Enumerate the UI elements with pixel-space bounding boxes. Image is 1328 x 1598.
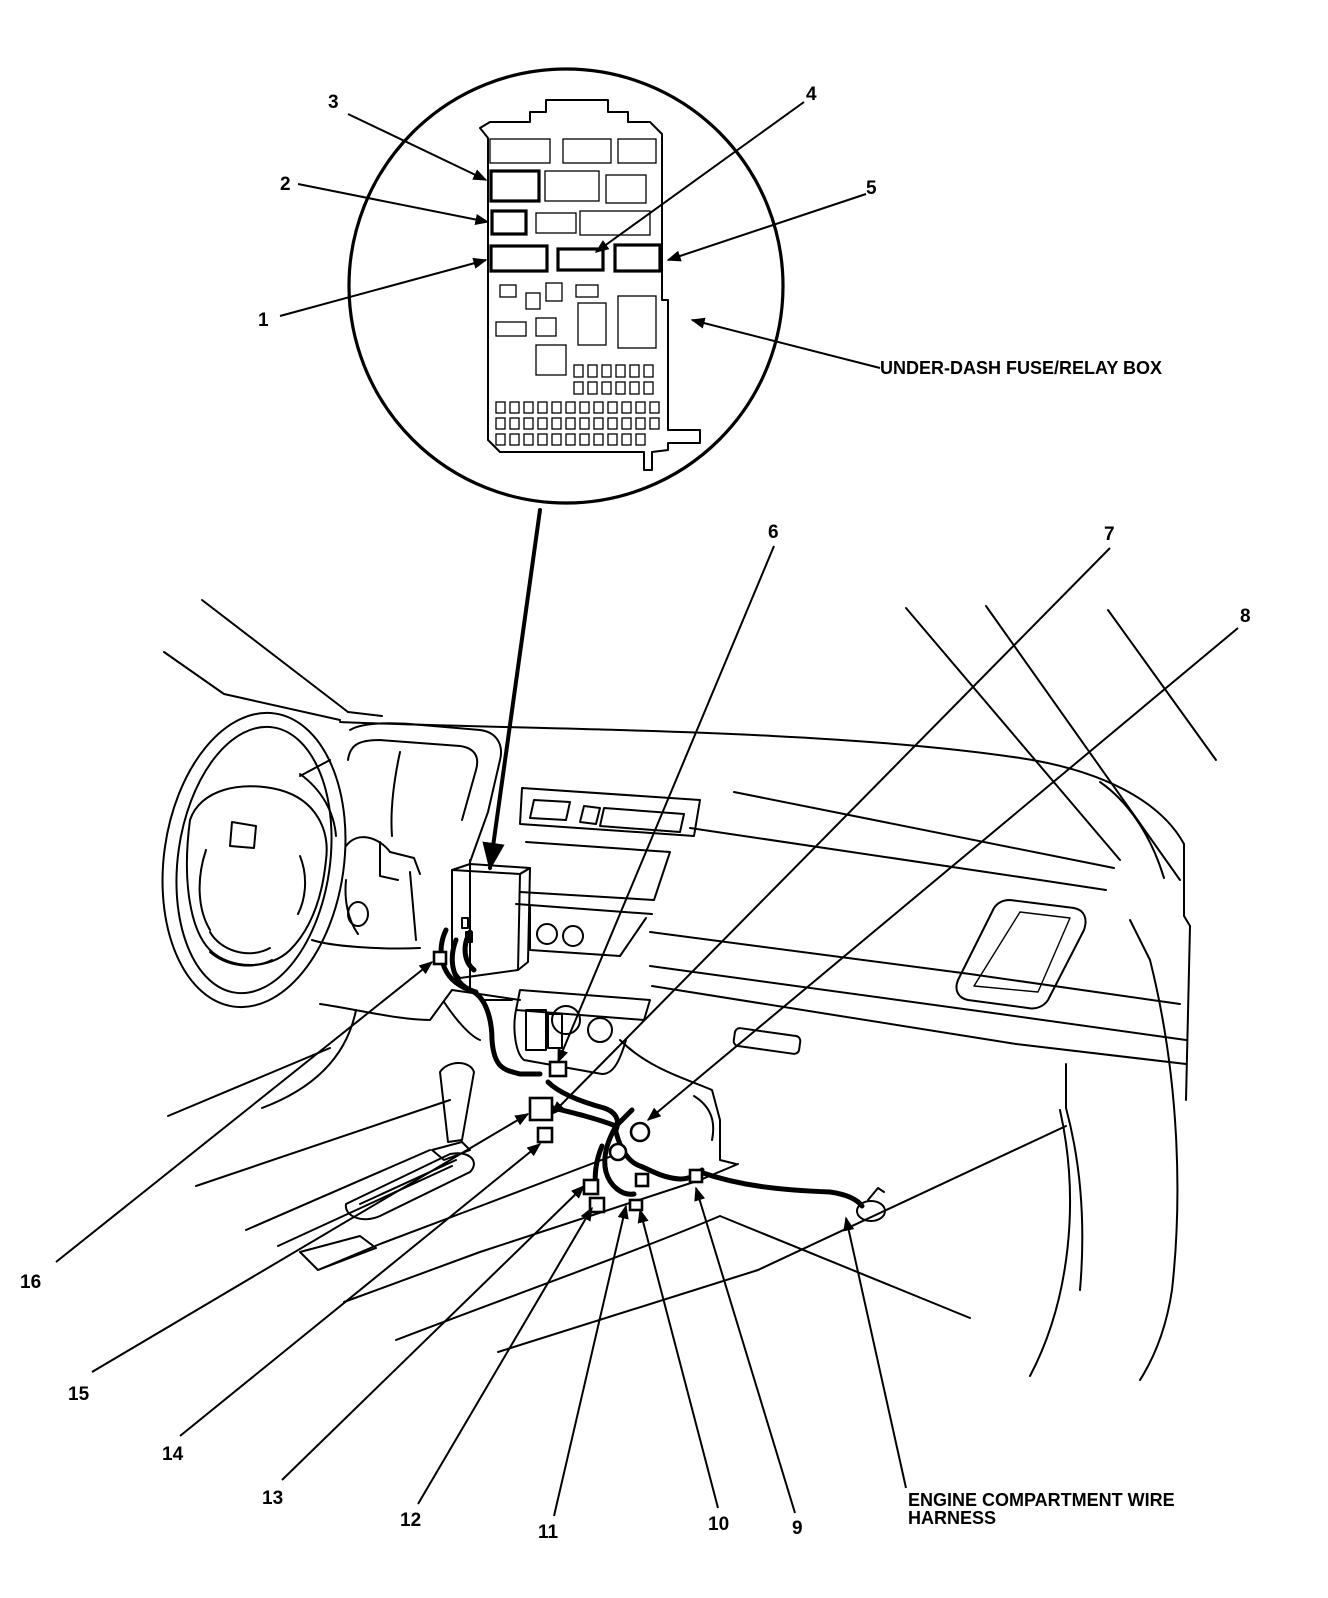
callout-numbers: 1 2 3 4 5 6 7 8 9 10 11 12 13 14 15 16 — [20, 84, 1251, 1543]
connector-6 — [548, 1060, 568, 1078]
connector-9 — [634, 1172, 650, 1188]
callout-15: 15 — [68, 1384, 90, 1405]
dashboard-illustration — [161, 599, 1217, 1381]
connector-16 — [432, 950, 448, 966]
connector-13 — [536, 1126, 554, 1144]
callout-6: 6 — [768, 522, 779, 543]
callout-13: 13 — [262, 1488, 283, 1509]
callout-11: 11 — [538, 1522, 559, 1543]
fuse-box-installed — [451, 863, 531, 979]
connector-8 — [629, 1121, 651, 1143]
callout-8: 8 — [1240, 606, 1251, 627]
connectors — [432, 950, 704, 1214]
callout-3: 3 — [328, 92, 339, 113]
connector-9b — [688, 1168, 704, 1184]
callout-9: 9 — [792, 1518, 803, 1539]
callout-leaders — [55, 101, 1239, 1517]
callout-12: 12 — [400, 1510, 421, 1531]
fuse-relay-box-illustration — [479, 99, 701, 471]
fuse-box-label: UNDER-DASH FUSE/RELAY BOX — [880, 358, 1162, 378]
callout-7: 7 — [1104, 524, 1115, 545]
connector-11 — [588, 1196, 606, 1214]
harness-label-line1: ENGINE COMPARTMENT WIRE — [908, 1490, 1175, 1510]
connector-7 — [608, 1142, 628, 1162]
connector-14 — [528, 1096, 554, 1122]
callout-16: 16 — [20, 1272, 41, 1293]
callout-4: 4 — [806, 84, 817, 105]
detail-circle — [347, 67, 785, 505]
wire-harness — [438, 927, 886, 1222]
fuse-box-detail — [347, 67, 785, 871]
steering-wheel-illustration — [161, 711, 347, 1009]
callout-10: 10 — [708, 1514, 729, 1535]
connector-12 — [582, 1178, 600, 1196]
callout-2: 2 — [280, 174, 291, 195]
callout-5: 5 — [866, 178, 877, 199]
connector-10 — [628, 1198, 644, 1212]
callout-14: 14 — [162, 1444, 184, 1465]
callout-1: 1 — [258, 310, 269, 331]
detail-link-leader — [482, 508, 542, 871]
harness-label-line2: HARNESS — [908, 1508, 996, 1528]
